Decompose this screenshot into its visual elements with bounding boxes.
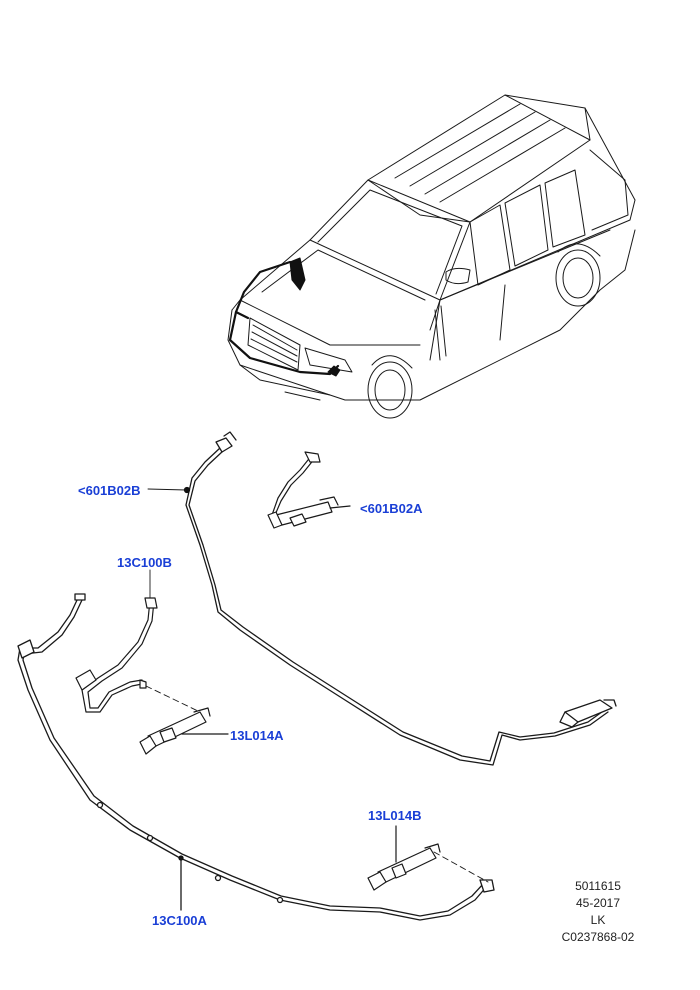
jet-13l014b: [367, 825, 441, 891]
callout-13c100a[interactable]: 13C100A: [152, 913, 207, 928]
reference-code: LK: [590, 913, 606, 927]
hose-13c100a: [17, 593, 495, 921]
diagram-reference-block: 5011615 45-2017 LK C0237868-02: [548, 878, 648, 946]
callout-601b02a[interactable]: <601B02A: [360, 501, 423, 516]
callout-13c100b[interactable]: 13C100B: [117, 555, 172, 570]
reference-illustration-id: C0237868-02: [561, 930, 635, 944]
reference-number: 5011615: [575, 879, 621, 893]
callout-601b02b[interactable]: <601B02B: [78, 483, 141, 498]
callout-13l014b[interactable]: 13L014B: [368, 808, 422, 823]
callout-13l014a[interactable]: 13L014A: [230, 728, 284, 743]
jet-13l014a: [139, 707, 229, 755]
leader-601b02b: [147, 488, 187, 491]
hose-601b02b: [183, 431, 617, 766]
hose-13c100b: [75, 597, 201, 713]
vehicle-illustration: [227, 94, 636, 419]
jet-assembly-601b02a: [267, 451, 351, 529]
reference-date: 45-2017: [575, 896, 621, 910]
